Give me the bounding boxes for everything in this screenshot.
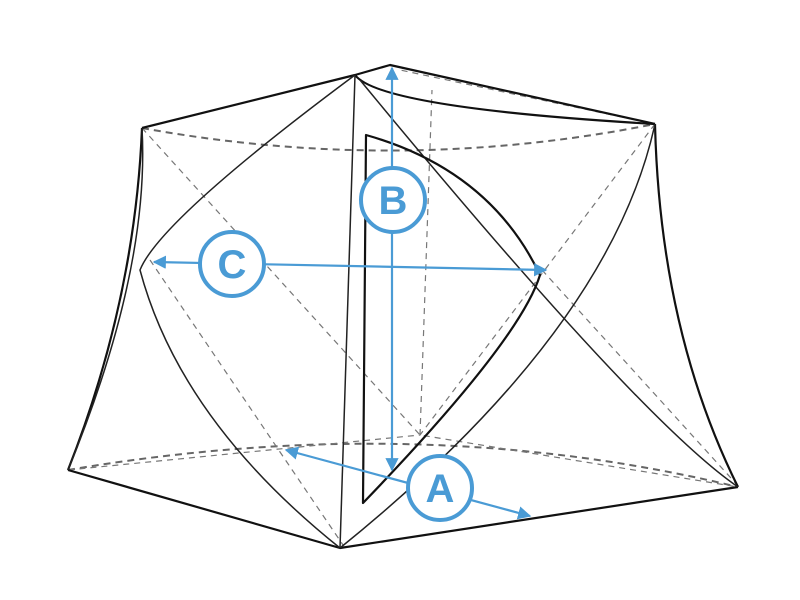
label-b: B <box>379 179 408 223</box>
badge-c <box>198 230 266 298</box>
tent-door <box>361 133 542 505</box>
dimension-b: B <box>359 66 427 472</box>
dimension-a: A <box>284 446 532 522</box>
tent-outline <box>66 63 739 550</box>
badge-b <box>359 166 427 234</box>
badge-a <box>406 454 474 522</box>
label-a: A <box>426 467 455 511</box>
dimension-c: C <box>152 230 548 298</box>
label-c: C <box>218 243 247 287</box>
tent-hidden-edges <box>67 69 741 546</box>
